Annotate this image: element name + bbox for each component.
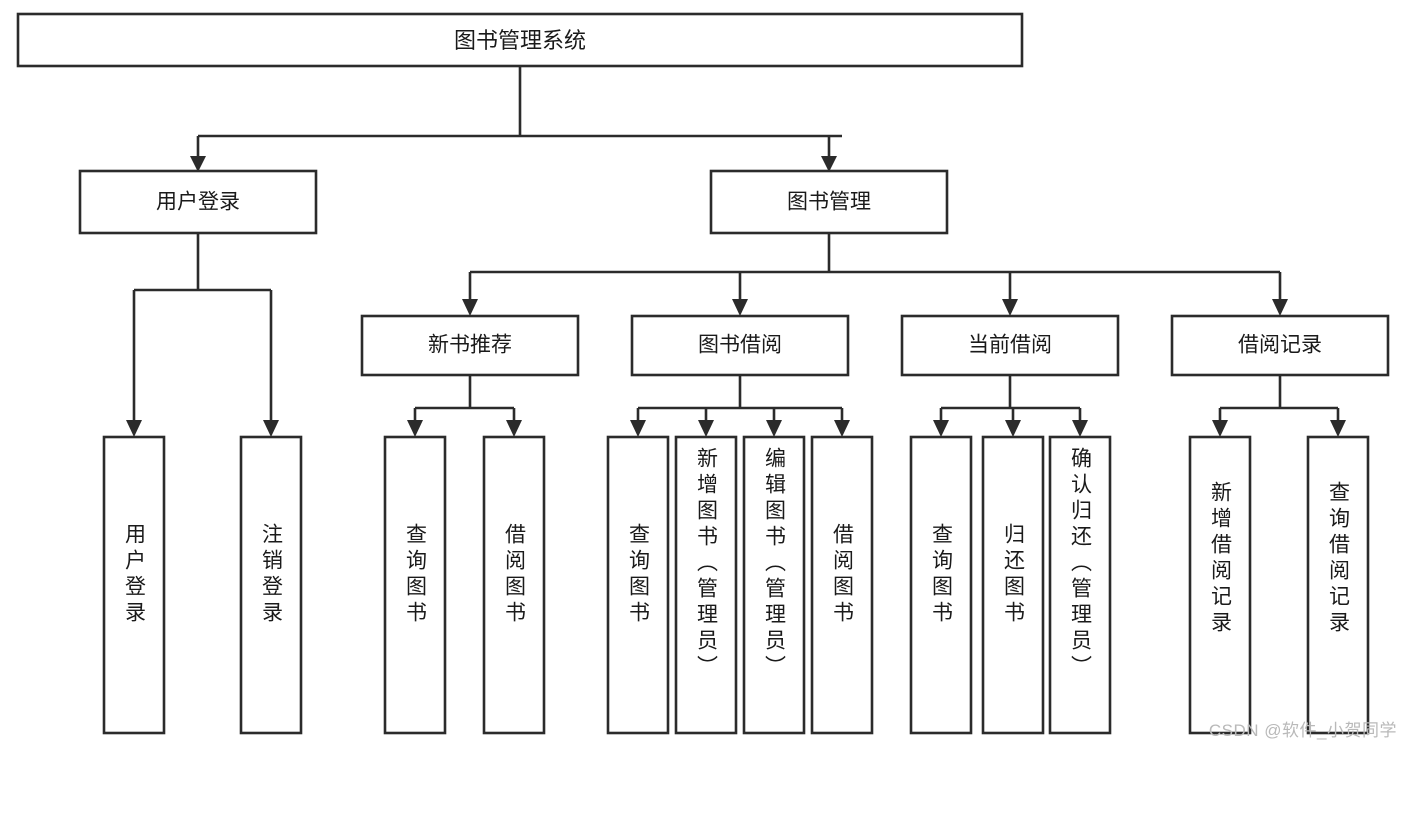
node-current-borrow-label: 当前借阅 — [968, 334, 1052, 357]
leaf-return-book-box[interactable] — [981, 435, 1045, 735]
node-borrow-records-label: 借阅记录 — [1238, 334, 1322, 357]
node-current-borrow[interactable]: 当前借阅 — [900, 314, 1120, 377]
node-book-management-label: 图书管理 — [787, 191, 871, 214]
node-borrow-records[interactable]: 借阅记录 — [1170, 314, 1390, 377]
node-root[interactable]: 图书管理系统 — [16, 12, 1024, 68]
leaf-edit-book-admin-box[interactable] — [742, 435, 806, 735]
leaf-node-layer — [102, 435, 1370, 735]
arrowhead-to-leaf-query-book-borrow — [630, 420, 646, 437]
node-book-management[interactable]: 图书管理 — [709, 169, 949, 235]
leaf-add-book-admin-box[interactable] — [674, 435, 738, 735]
node-book-borrow[interactable]: 图书借阅 — [630, 314, 850, 377]
arrowhead-to-leaf-query-book-recommend — [407, 420, 423, 437]
arrowhead-to-new-book-recommend — [462, 299, 478, 316]
node-book-borrow-box[interactable] — [630, 314, 850, 377]
arrowhead-to-leaf-user-login — [126, 420, 142, 437]
diagram-canvas: 图书管理系统 用户登录 图书管理 新书推荐 图书借阅 当前借阅 借阅记录 — [16, 12, 1397, 740]
leaf-borrow-book-recommend-box[interactable] — [482, 435, 546, 735]
arrowhead-to-leaf-return-book — [1005, 420, 1021, 437]
connector-bookmgmt-bus — [468, 233, 1282, 302]
node-user-login-box[interactable] — [78, 169, 318, 235]
node-new-book-recommend[interactable]: 新书推荐 — [360, 314, 580, 377]
arrowhead-to-leaf-borrow-book — [834, 420, 850, 437]
node-root-label: 图书管理系统 — [454, 28, 586, 53]
csdn-watermark: CSDN @软件_小贺同学 — [1208, 721, 1397, 740]
connector-bookborrow-bus — [636, 375, 844, 424]
leaf-borrow-book-box[interactable] — [810, 435, 874, 735]
arrowhead-to-borrow-records — [1272, 299, 1288, 316]
connector-layer — [126, 66, 1346, 437]
node-current-borrow-box[interactable] — [900, 314, 1120, 377]
leaf-logout-login-box[interactable] — [239, 435, 303, 735]
leaf-query-book-recommend-box[interactable] — [383, 435, 447, 735]
connector-userlogin-bus — [132, 233, 273, 424]
leaf-add-borrow-record-box[interactable] — [1188, 435, 1252, 735]
node-root-box[interactable] — [16, 12, 1024, 68]
leaf-confirm-return-admin-box[interactable] — [1048, 435, 1112, 735]
node-new-book-recommend-box[interactable] — [360, 314, 580, 377]
node-user-login[interactable]: 用户登录 — [78, 169, 318, 235]
arrowhead-to-leaf-borrow-book-recommend — [506, 420, 522, 437]
node-new-book-recommend-label: 新书推荐 — [428, 334, 512, 357]
node-borrow-records-box[interactable] — [1170, 314, 1390, 377]
arrowhead-to-leaf-query-book-current — [933, 420, 949, 437]
arrowhead-to-book-borrow — [732, 299, 748, 316]
leaf-query-book-current-box[interactable] — [909, 435, 973, 735]
leaf-query-book-borrow-box[interactable] — [606, 435, 670, 735]
arrowhead-to-leaf-confirm-return-admin — [1072, 420, 1088, 437]
leaf-user-login-box[interactable] — [102, 435, 166, 735]
arrowhead-to-leaf-add-book-admin — [698, 420, 714, 437]
arrowhead-to-leaf-query-borrow-record — [1330, 420, 1346, 437]
connector-borrowrecords-bus — [1218, 375, 1340, 424]
arrowhead-to-leaf-logout-login — [263, 420, 279, 437]
arrowhead-to-leaf-add-borrow-record — [1212, 420, 1228, 437]
arrowhead-to-book-management — [821, 156, 837, 172]
arrowhead-to-leaf-edit-book-admin — [766, 420, 782, 437]
connector-root-bus — [196, 66, 842, 160]
arrowhead-to-user-login — [190, 156, 206, 172]
leaf-query-borrow-record-box[interactable] — [1306, 435, 1370, 735]
connector-newbook-bus — [413, 375, 516, 424]
node-book-borrow-label: 图书借阅 — [698, 334, 782, 357]
node-book-management-box[interactable] — [709, 169, 949, 235]
tree-diagram-svg: 图书管理系统 用户登录 图书管理 新书推荐 图书借阅 当前借阅 借阅记录 — [16, 12, 1390, 735]
connector-currentborrow-bus — [939, 375, 1082, 424]
arrowhead-to-current-borrow — [1002, 299, 1018, 316]
node-user-login-label: 用户登录 — [156, 191, 240, 214]
